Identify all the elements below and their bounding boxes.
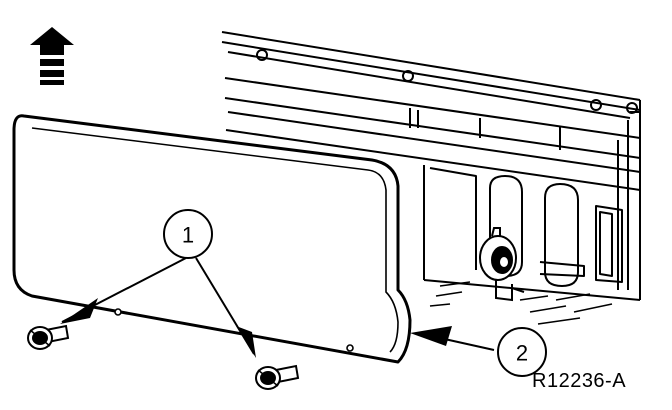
- leader-arrowheads: [60, 298, 452, 358]
- floor-hatching: [429, 281, 613, 325]
- callout-1: 1: [163, 209, 213, 259]
- reference-code: R12236-A: [532, 370, 627, 392]
- push-pin-retainer-icon: [255, 364, 300, 390]
- callout-2: 2: [497, 327, 547, 377]
- push-pin-retainer-icon: [27, 324, 70, 350]
- front-direction-arrow-icon: [30, 27, 74, 85]
- vehicle-body-structure: [221, 31, 641, 301]
- callout-1-label: 1: [182, 223, 194, 248]
- latch-mechanism: [479, 227, 525, 302]
- callout-2-label: 2: [516, 341, 528, 366]
